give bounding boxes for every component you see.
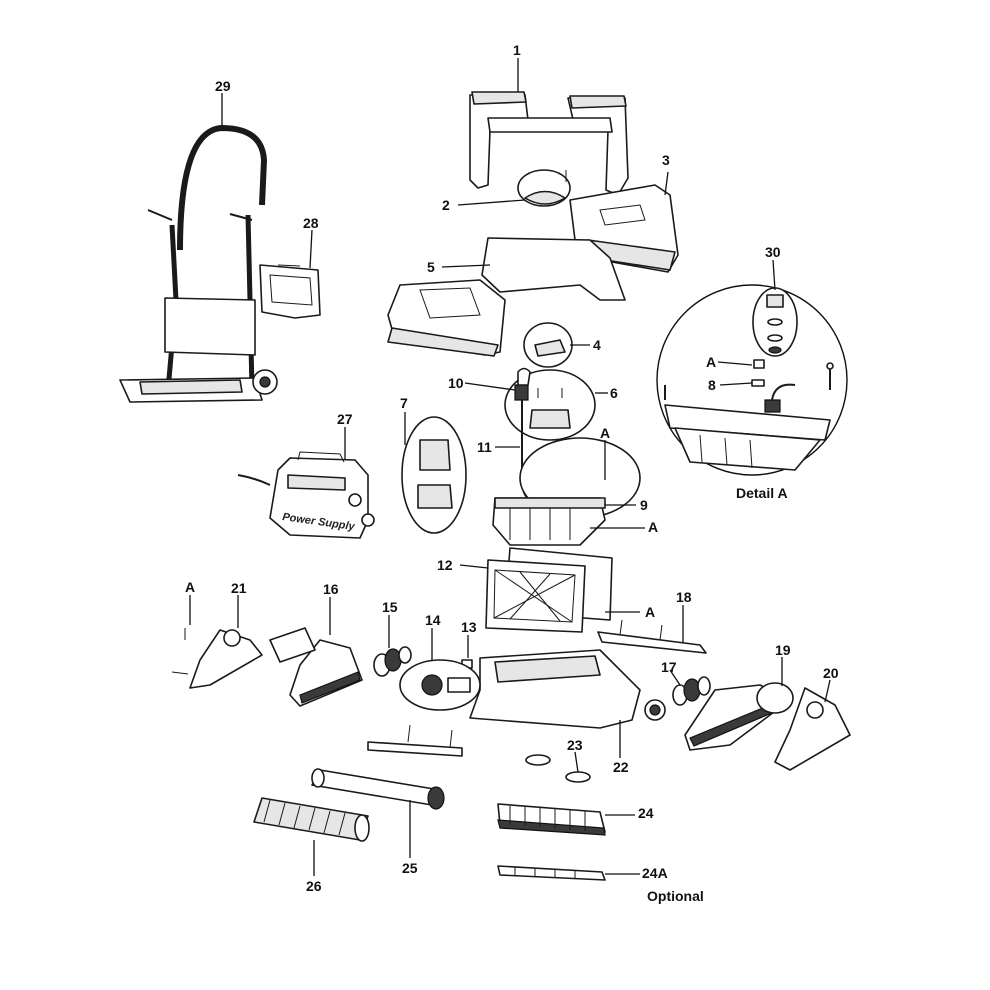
callout-23: 23 — [567, 737, 583, 753]
callout-10: 10 — [448, 375, 464, 391]
callout-20: 20 — [823, 665, 839, 681]
callout-a-detail: A — [706, 354, 716, 370]
part-29-caddy — [119, 125, 278, 403]
part-7-clips — [401, 416, 467, 534]
part-18-rail — [597, 619, 707, 654]
part-27-power-supply: Power Supply — [237, 451, 375, 539]
callout-18: 18 — [676, 589, 692, 605]
callout-a-9: A — [648, 519, 658, 535]
callout-11: 11 — [477, 439, 492, 455]
part-19-track-right — [684, 682, 794, 751]
part-5-front-cover — [387, 237, 626, 357]
callout-2: 2 — [442, 197, 450, 213]
callout-19: 19 — [775, 642, 791, 658]
callout-15: 15 — [382, 599, 398, 615]
callout-4: 4 — [593, 337, 601, 353]
callout-7: 7 — [400, 395, 408, 411]
part-21-side-plate-left — [171, 628, 263, 689]
callout-a-12: A — [645, 604, 655, 620]
part-24-brush-strip — [497, 803, 606, 836]
callout-24a: 24A — [642, 865, 668, 881]
callout-9: 9 — [640, 497, 648, 513]
part-4-clip — [523, 322, 573, 368]
callout-25: 25 — [402, 860, 418, 876]
detail-a-inset — [656, 284, 848, 476]
part-17-bearing — [672, 676, 711, 706]
part-15-bearing — [373, 646, 412, 677]
callout-30: 30 — [765, 244, 781, 260]
part-22-chassis — [469, 649, 666, 729]
part-12-filters — [485, 547, 613, 633]
part-bottom-bar — [367, 724, 463, 757]
part-1-handle — [469, 91, 629, 196]
callout-22: 22 — [613, 759, 629, 775]
part-10-swivel — [514, 367, 531, 401]
callout-6: 6 — [610, 385, 618, 401]
part-2-cap — [517, 169, 571, 207]
part-24a-strip — [497, 865, 606, 881]
callout-27: 27 — [337, 411, 353, 427]
callout-16: 16 — [323, 581, 339, 597]
callout-5: 5 — [427, 259, 435, 275]
callout-13: 13 — [461, 619, 477, 635]
callout-17: 17 — [661, 659, 677, 675]
callout-a-6: A — [600, 425, 610, 441]
callout-29: 29 — [215, 78, 231, 94]
part-23-discs — [525, 754, 591, 783]
optional-caption: Optional — [647, 888, 704, 904]
part-14-wheel — [399, 659, 481, 711]
part-28-bracket — [259, 264, 321, 319]
callout-26: 26 — [306, 878, 322, 894]
callout-24: 24 — [638, 805, 654, 821]
part-16-track-left — [269, 627, 363, 707]
callout-a-21: A — [185, 579, 195, 595]
callout-14: 14 — [425, 612, 441, 628]
part-9-motor-unit — [492, 437, 641, 546]
callout-12: 12 — [437, 557, 453, 573]
callout-1: 1 — [513, 42, 521, 58]
callout-8: 8 — [708, 377, 716, 393]
callout-3: 3 — [662, 152, 670, 168]
part-25-roller-core — [311, 768, 445, 810]
part-20-side-plate-right — [774, 687, 851, 771]
detail-a-caption: Detail A — [736, 485, 788, 501]
part-26-brush — [253, 797, 370, 842]
callout-21: 21 — [231, 580, 247, 596]
callout-28: 28 — [303, 215, 319, 231]
